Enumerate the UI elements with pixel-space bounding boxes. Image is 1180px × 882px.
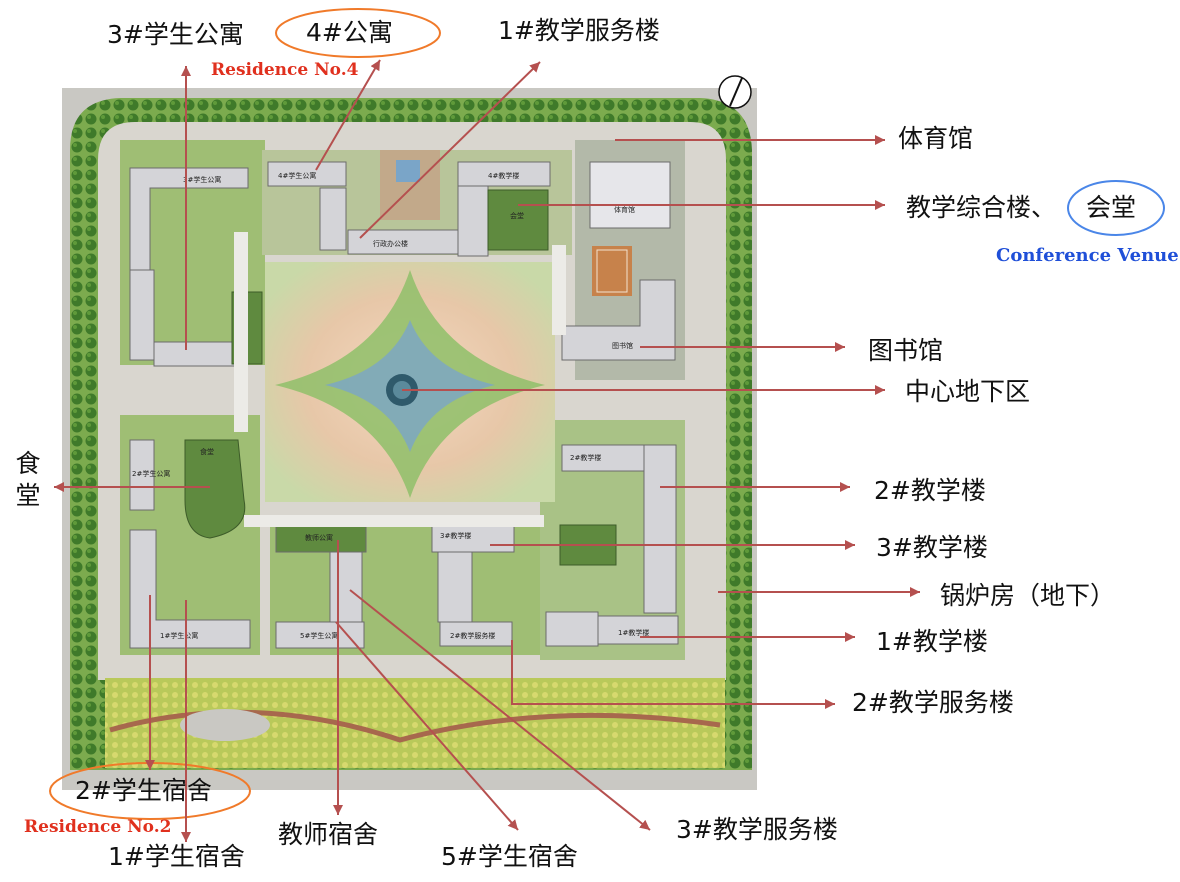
- walkway-west: [234, 232, 248, 432]
- bldg-apt5: [275, 621, 365, 649]
- bldg-apt3-west-wing: [129, 269, 155, 361]
- plan-label-apt5: 5#学生公寓: [300, 631, 338, 640]
- callout-canteen-char-2: 堂: [15, 481, 41, 510]
- bldg-teacher-apt-wing: [329, 551, 363, 623]
- callout-residence4-en: Residence No.4: [211, 60, 359, 80]
- bldg-apt3-south-wing: [153, 341, 240, 367]
- basketball-court: [592, 246, 632, 296]
- plan-label-teacher-apt: 教师公寓: [305, 533, 333, 542]
- plan-label-apt3: 3#学生公寓: [183, 175, 221, 184]
- bldg-apt2: [129, 439, 155, 511]
- highlight-residence4: [275, 8, 441, 58]
- plan-label-teach1: 1#教学楼: [618, 628, 649, 637]
- arrow-teach-service3: [349, 589, 651, 831]
- arrow-teach-service2: [511, 640, 835, 709]
- callout-apt4: 4#公寓: [306, 18, 393, 47]
- callout-boiler: 锅炉房（地下）: [940, 581, 1116, 610]
- plan-label-library: 图书馆: [612, 341, 633, 350]
- callout-teach-service3: 3#教学服务楼: [676, 815, 838, 844]
- callout-residence2-en: Residence No.2: [24, 817, 172, 837]
- plan-label-apt2: 2#学生公寓: [132, 469, 170, 478]
- callout-dorm3: 3#学生公寓: [107, 20, 244, 49]
- plan-label-hall: 会堂: [510, 211, 524, 220]
- plan-label-apt1: 1#学生公寓: [160, 631, 198, 640]
- callout-underground: 中心地下区: [905, 377, 1031, 406]
- court-lines: [596, 249, 628, 293]
- callout-teach3: 3#教学楼: [876, 533, 988, 562]
- callout-complex-prefix: 教学综合楼、: [906, 193, 1057, 222]
- walkway-east: [552, 245, 566, 335]
- arrow-apt4: [315, 59, 381, 171]
- plan-label-admin: 行政办公楼: [373, 239, 408, 248]
- bldg-teach2-north: [561, 444, 645, 472]
- callout-library: 图书馆: [868, 336, 944, 365]
- arrow-teach-service1: [359, 61, 541, 239]
- walkway-south: [244, 515, 544, 527]
- bldg-teach3-wing: [437, 551, 473, 623]
- callout-dorm1: 1#学生宿舍: [108, 842, 245, 871]
- callout-dorm2: 2#学生宿舍: [75, 776, 212, 805]
- callout-teach-service2: 2#教学服务楼: [852, 688, 1014, 717]
- plan-label-gym: 体育馆: [614, 205, 635, 214]
- callout-teacher-dorm: 教师宿舍: [278, 820, 379, 849]
- bldg-apt1: [129, 529, 251, 649]
- plan-label-service2: 2#教学服务楼: [450, 631, 495, 640]
- bldg-teach2-east: [643, 444, 677, 614]
- bldg-service2: [439, 621, 513, 647]
- southern-park-pond: [180, 709, 270, 741]
- callout-gym: 体育馆: [898, 124, 974, 153]
- callout-teach1: 1#教学楼: [876, 627, 988, 656]
- north-gate-pool: [396, 160, 420, 182]
- bldg-gym: [589, 161, 671, 229]
- bldg-admin: [347, 229, 461, 255]
- plan-label-apt4: 4#学生公寓: [278, 171, 316, 180]
- arrow-dorm5: [335, 621, 519, 831]
- bldg-library: [561, 279, 676, 361]
- plan-label-canteen: 食堂: [200, 447, 214, 456]
- bldg-apt4: [267, 161, 347, 187]
- callout-dorm5: 5#学生宿舍: [441, 842, 578, 871]
- bldg-admin-sub: [319, 187, 347, 251]
- callout-canteen-char-1: 食: [15, 449, 41, 478]
- callout-teach-service1: 1#教学服务楼: [498, 16, 660, 45]
- callout-teach2: 2#教学楼: [874, 476, 986, 505]
- callout-conference-en: Conference Venue: [996, 245, 1179, 266]
- bldg-teach4-wing: [457, 185, 489, 257]
- north-arrow-icon: [718, 75, 752, 109]
- callout-canteen: 食 堂: [13, 448, 43, 512]
- plan-label-teach4: 4#教学楼: [488, 171, 519, 180]
- plan-label-teach2: 2#教学楼: [570, 453, 601, 462]
- highlight-conference-venue: [1067, 180, 1165, 236]
- bldg-teach4: [457, 161, 551, 187]
- plan-label-teach3: 3#教学楼: [440, 531, 471, 540]
- callout-hall: 会堂: [1086, 193, 1137, 222]
- bldg-canteen: [184, 439, 246, 539]
- bldg-hall: [487, 189, 549, 251]
- bldg-teach1-annex: [545, 611, 599, 647]
